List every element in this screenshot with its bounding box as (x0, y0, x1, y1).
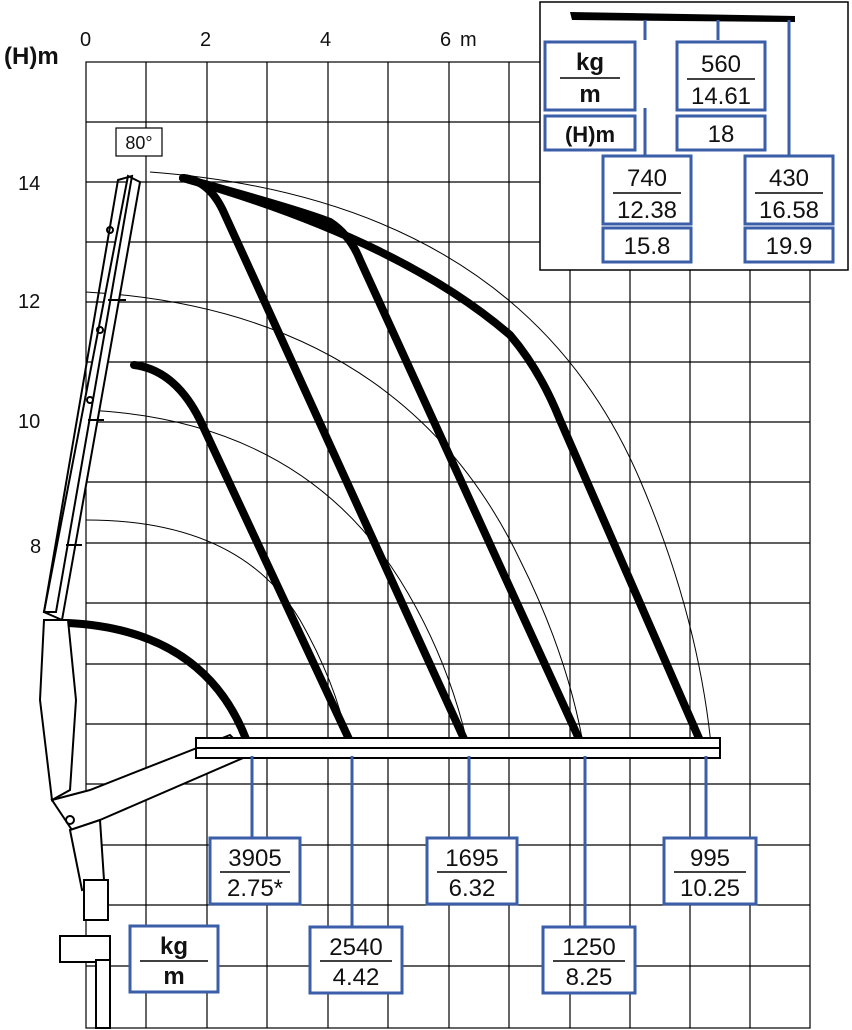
grid-frame (85, 61, 811, 1029)
load-curve-3 (179, 174, 474, 756)
svg-text:740: 740 (627, 165, 667, 192)
load-curve-1 (64, 619, 254, 754)
load-point-1: 3905 2.75* (208, 836, 302, 906)
svg-text:12.38: 12.38 (617, 197, 677, 224)
y-tick-14: 14 (18, 173, 40, 195)
svg-text:1250: 1250 (562, 934, 615, 961)
unit-legend: kg m (128, 924, 220, 994)
svg-text:430: 430 (769, 165, 809, 192)
x-tick-6: 6 (440, 29, 451, 51)
svg-text:15.8: 15.8 (624, 233, 671, 260)
load-curves (64, 174, 709, 756)
crane-illustration (38, 174, 721, 1029)
svg-text:kg: kg (576, 49, 604, 76)
svg-text:10.25: 10.25 (680, 875, 740, 902)
svg-text:2540: 2540 (329, 934, 382, 961)
svg-text:80°: 80° (125, 133, 152, 153)
x-tick-0: 0 (80, 29, 91, 51)
svg-text:14.61: 14.61 (691, 83, 751, 110)
y-tick-10: 10 (18, 411, 40, 433)
inset-unit-box: kg m (543, 40, 637, 112)
svg-text:m: m (163, 963, 184, 990)
load-connectors (250, 756, 708, 927)
y-tick-8: 8 (30, 536, 41, 558)
svg-text:19.9: 19.9 (766, 233, 813, 260)
axis-labels: (H)m 0 2 4 6 m 14 12 10 8 (4, 29, 477, 558)
inset-height-label: (H)m (543, 114, 637, 152)
x-tick-2: 2 (200, 29, 211, 51)
load-curve-5 (179, 174, 709, 756)
svg-text:16.58: 16.58 (759, 197, 819, 224)
x-tick-4: 4 (320, 29, 331, 51)
y-axis-title: (H)m (4, 43, 59, 70)
jib-point-1: 740 12.38 15.8 (601, 154, 693, 264)
jib-point-3: 430 16.58 19.9 (743, 154, 835, 264)
svg-text:2.75*: 2.75* (227, 875, 283, 902)
jib-point-2: 560 14.61 18 (675, 40, 767, 152)
load-point-3: 1695 6.32 (425, 836, 519, 906)
load-point-5: 995 10.25 (662, 836, 758, 906)
svg-text:kg: kg (160, 933, 188, 960)
svg-text:995: 995 (690, 845, 730, 872)
svg-text:1695: 1695 (445, 845, 498, 872)
load-point-4: 1250 8.25 (541, 925, 637, 995)
angle-label: 80° (115, 127, 163, 157)
svg-text:8.25: 8.25 (566, 964, 613, 991)
svg-text:18: 18 (708, 121, 735, 148)
svg-text:560: 560 (701, 51, 741, 78)
svg-text:3905: 3905 (228, 845, 281, 872)
svg-text:4.42: 4.42 (333, 964, 380, 991)
jib-inset: kg m (H)m 560 14.61 18 740 12.38 15.8 43 (539, 1, 849, 271)
x-axis-unit: m (460, 29, 477, 51)
load-curve-2 (130, 361, 359, 756)
y-tick-12: 12 (18, 291, 40, 313)
svg-text:m: m (579, 81, 600, 108)
svg-text:6.32: 6.32 (449, 875, 496, 902)
svg-text:(H)m: (H)m (565, 122, 615, 147)
load-point-2: 2540 4.42 (308, 925, 404, 995)
